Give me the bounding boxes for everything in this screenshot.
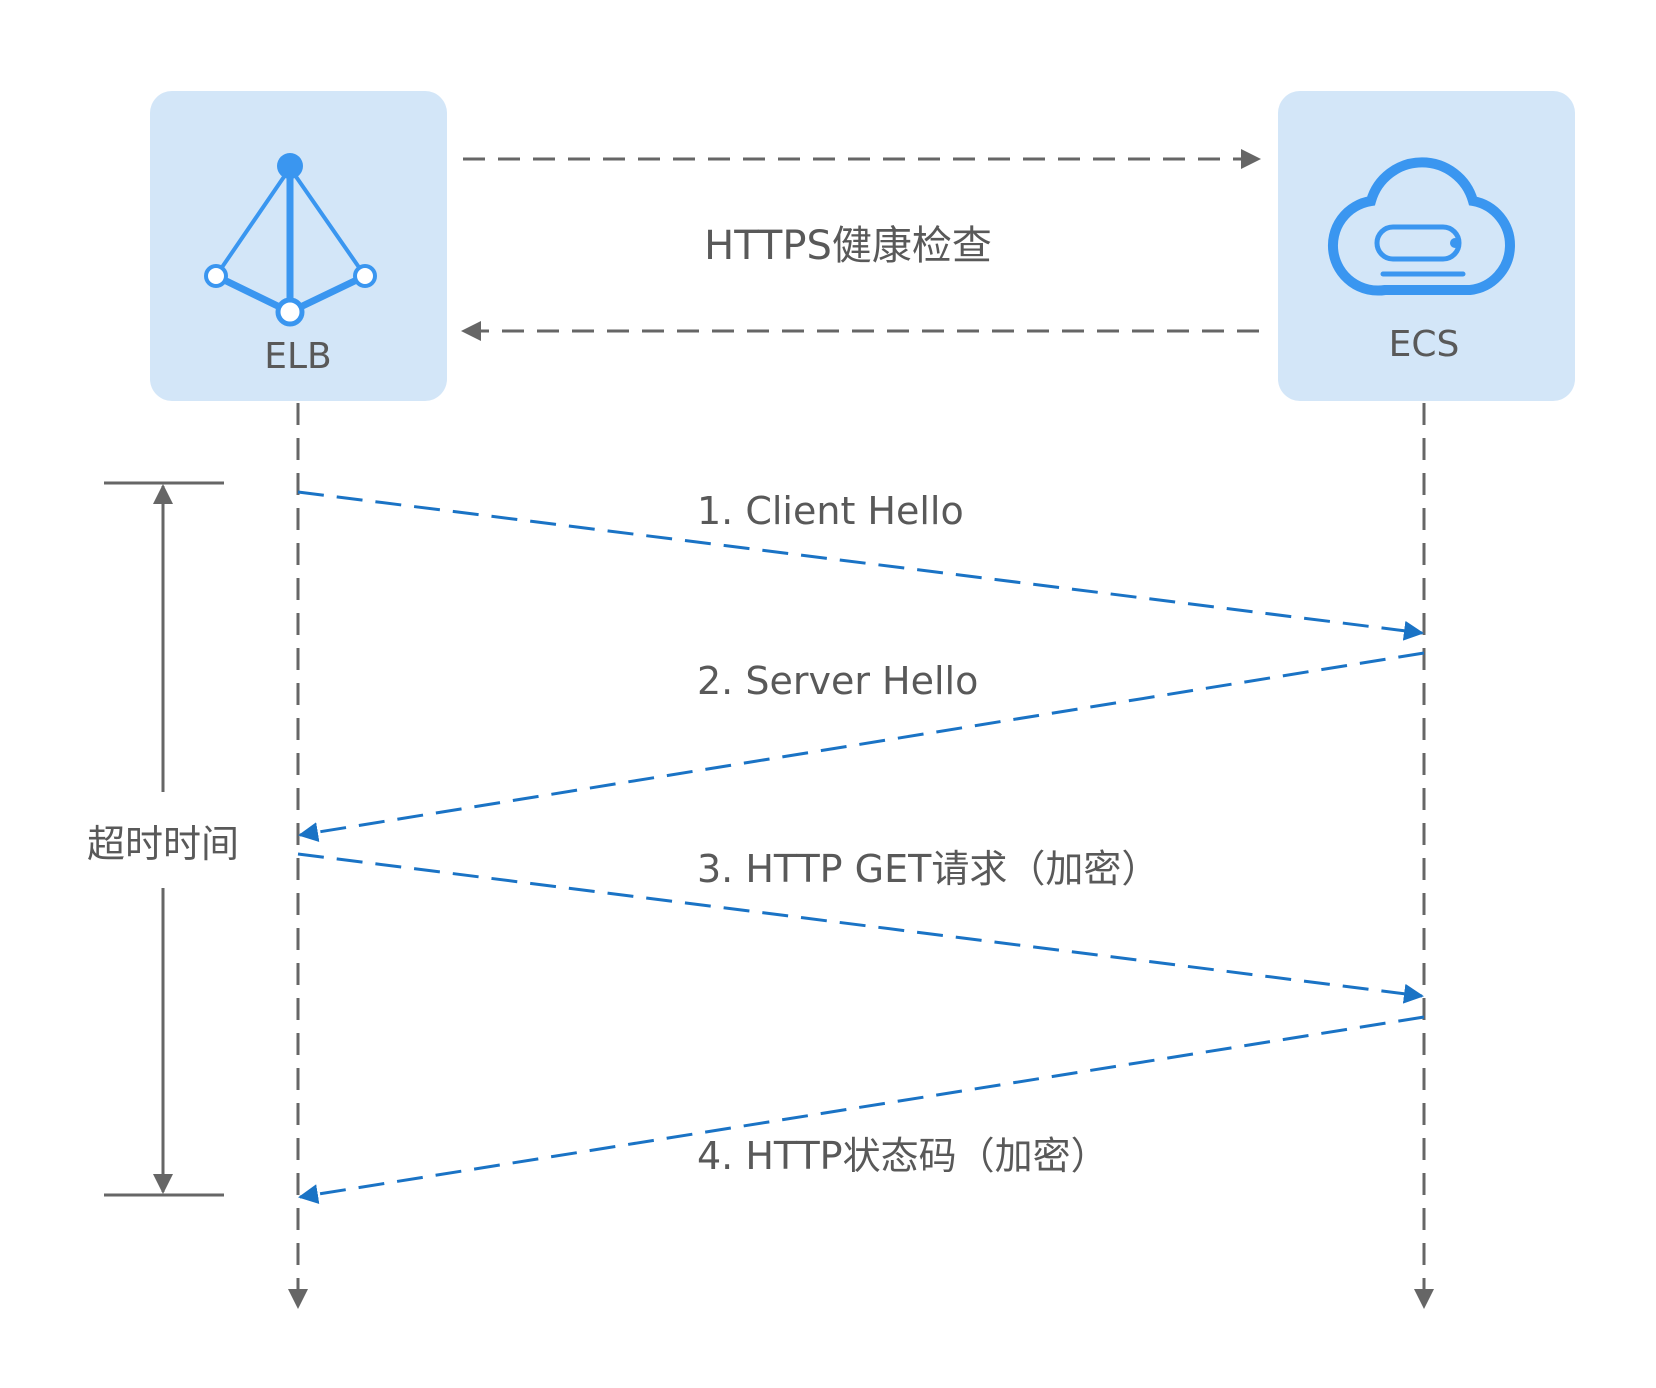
timeout-label: 超时时间 xyxy=(87,822,239,866)
message-3-label: 3. HTTP GET请求（加密） xyxy=(697,847,1159,891)
ecs-node: ECS xyxy=(1278,91,1575,401)
health-check: HTTPS健康检查 xyxy=(461,149,1261,341)
elb-node: ELB xyxy=(150,91,447,401)
message-3-arrow xyxy=(297,852,1424,1004)
cloud-server-icon xyxy=(1327,157,1515,296)
ecs-node-box xyxy=(1278,91,1575,401)
elb-node-box xyxy=(150,91,447,401)
message-1-arrow xyxy=(297,490,1424,641)
timeout-bracket: 超时时间 xyxy=(87,481,239,1197)
message-3: 3. HTTP GET请求（加密） xyxy=(297,847,1424,1004)
message-2-arrow xyxy=(298,651,1425,842)
message-4-arrow xyxy=(298,1015,1425,1205)
message-1: 1. Client Hello xyxy=(297,489,1424,641)
ecs-label: ECS xyxy=(1389,324,1460,365)
load-balancer-icon xyxy=(204,153,377,327)
message-1-label: 1. Client Hello xyxy=(697,489,964,533)
health-check-label: HTTPS健康检查 xyxy=(704,223,992,269)
message-4-label: 4. HTTP状态码（加密） xyxy=(697,1134,1109,1178)
message-4: 4. HTTP状态码（加密） xyxy=(298,1015,1425,1205)
message-2-label: 2. Server Hello xyxy=(697,659,978,703)
elb-label: ELB xyxy=(264,336,332,377)
message-2: 2. Server Hello xyxy=(298,651,1425,842)
